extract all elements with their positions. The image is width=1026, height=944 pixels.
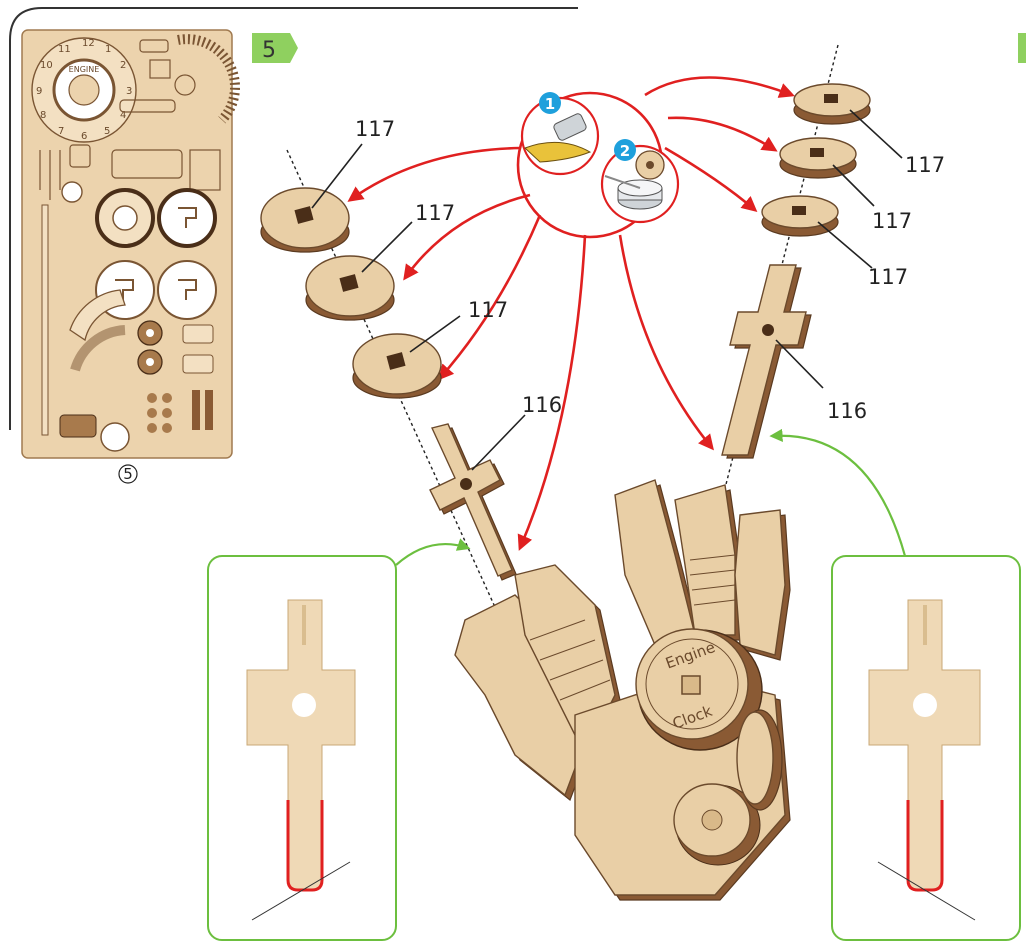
dial-num-11: 11	[58, 44, 71, 55]
sheet-clock-dial: ENGINE 12 1 2 3 4 5 6 7 8 9 10 11	[32, 38, 136, 142]
dial-num-5: 5	[104, 126, 110, 137]
label-117-right-2: 117	[872, 209, 912, 233]
disc-117-right-2	[780, 138, 856, 178]
dial-num-3: 3	[126, 86, 132, 97]
detail-box-left	[208, 544, 468, 940]
callout-2-number: 2	[620, 142, 630, 160]
label-117-left-3: 117	[468, 298, 508, 322]
dial-word: ENGINE	[69, 65, 100, 74]
dial-num-12: 12	[82, 38, 95, 49]
glue-callout: 1 2	[518, 92, 678, 237]
disc-117-left-2	[306, 256, 394, 320]
disc-117-left-3	[353, 334, 441, 398]
sheet-number: 5	[123, 465, 133, 483]
cross-116-right: 116	[722, 265, 867, 458]
label-116-left: 116	[522, 393, 562, 417]
engine-assembly: Engine Clock	[455, 480, 790, 900]
gear-icon	[636, 151, 664, 179]
sheet-long-rod	[42, 205, 48, 435]
disc-117-left-1	[261, 188, 349, 252]
label-117-right-3: 117	[868, 265, 908, 289]
plywood-sheet: ENGINE 12 1 2 3 4 5 6 7 8 9 10 11	[22, 30, 235, 483]
dial-num-6: 6	[81, 131, 87, 142]
label-117-left-2: 117	[415, 201, 455, 225]
label-116-right: 116	[827, 399, 867, 423]
label-117-right-1: 117	[905, 153, 945, 177]
dial-num-2: 2	[120, 60, 126, 71]
dial-num-9: 9	[36, 86, 42, 97]
label-117-left-1: 117	[355, 117, 395, 141]
detail-box-right	[772, 436, 1020, 940]
dial-num-7: 7	[58, 126, 64, 137]
step-number: 5	[262, 38, 276, 63]
dial-num-10: 10	[40, 60, 53, 71]
dial-num-1: 1	[105, 44, 111, 55]
next-step-badge-edge	[1018, 33, 1026, 63]
step-badge: 5	[252, 33, 298, 63]
dial-num-8: 8	[40, 110, 46, 121]
callout-1-number: 1	[545, 95, 555, 113]
